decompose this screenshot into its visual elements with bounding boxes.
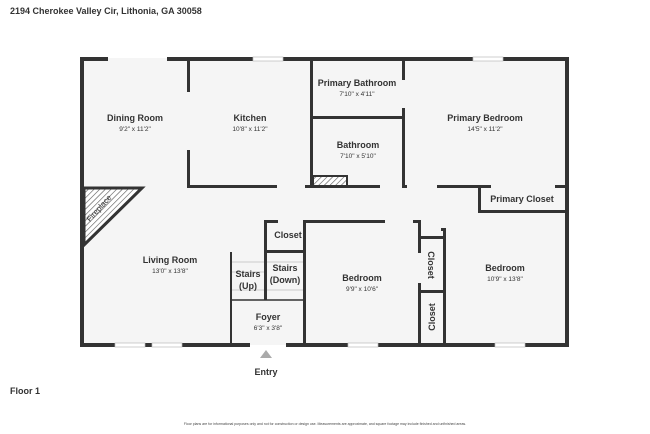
entry-arrow-icon (260, 350, 272, 358)
disclaimer: Floor plans are for informational purpos… (183, 422, 467, 426)
room-bedroom1-dims: 9'9" x 10'6" (346, 286, 379, 293)
room-bath-dims: 7'10" x 5'10" (340, 153, 376, 160)
floor-label: Floor 1 (10, 386, 41, 396)
stairs-up-name: Stairs (235, 269, 260, 279)
room-bath-name: Bathroom (337, 140, 380, 150)
floor-area (82, 58, 567, 345)
room-foyer-name: Foyer (256, 312, 281, 322)
stair-treads (232, 261, 303, 301)
room-primary-bed-dims: 14'5" x 11'2" (467, 126, 503, 133)
room-bedroom2-dims: 10'9" x 13'8" (487, 276, 523, 283)
room-foyer-dims: 6'3" x 3'8" (254, 325, 283, 332)
room-dining-name: Dining Room (107, 113, 163, 123)
stairs-down-name: Stairs (272, 263, 297, 273)
room-primary-bed-name: Primary Bedroom (447, 113, 523, 123)
stairs-up-sub: (Up) (239, 281, 257, 291)
walls (80, 57, 569, 347)
room-closet-b-name: Closet (427, 303, 437, 331)
room-closet-a-name: Closet (426, 251, 436, 279)
room-primary-bath-dims: 7'10" x 4'11" (339, 91, 375, 98)
room-living-name: Living Room (143, 255, 198, 265)
room-kitchen-dims: 10'8" x 11'2" (232, 126, 268, 133)
fireplace (82, 186, 146, 249)
room-kitchen-name: Kitchen (233, 113, 266, 123)
property-address: 2194 Cherokee Valley Cir, Lithonia, GA 3… (10, 6, 202, 16)
entry-label: Entry (254, 367, 277, 377)
room-primary-closet-name: Primary Closet (490, 194, 554, 204)
room-hall-closet-name: Closet (274, 230, 302, 240)
room-primary-bath-name: Primary Bathroom (318, 78, 397, 88)
room-dining-dims: 9'2" x 11'2" (119, 126, 151, 133)
room-bedroom1-name: Bedroom (342, 273, 382, 283)
stairs-down-sub: (Down) (270, 275, 301, 285)
hatched-fixture (312, 175, 348, 187)
windows (114, 56, 526, 348)
room-living-dims: 13'0" x 13'8" (152, 268, 188, 275)
room-bedroom2-name: Bedroom (485, 263, 525, 273)
